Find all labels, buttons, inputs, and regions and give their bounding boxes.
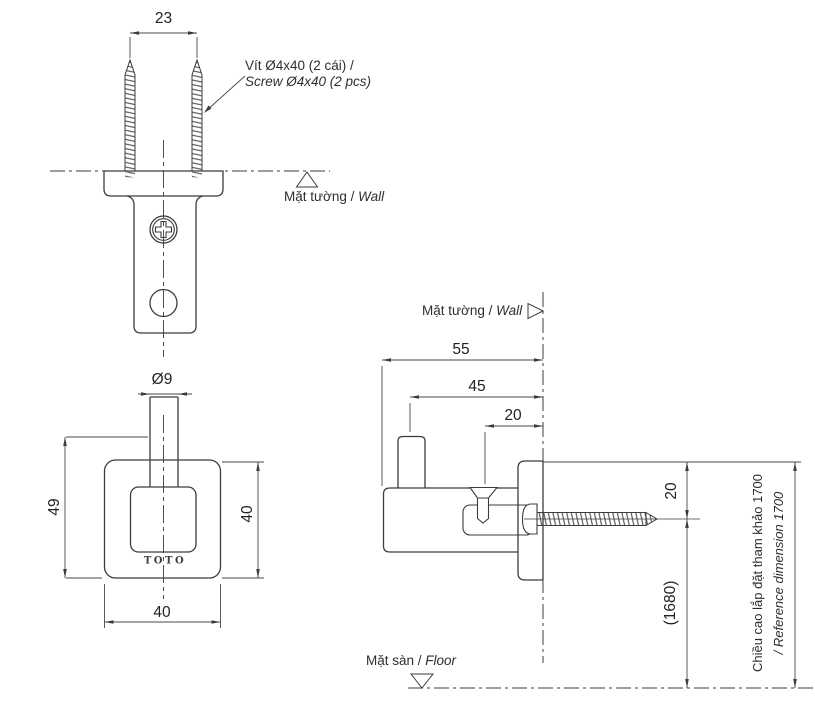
dim-wall-top-to-axis: 20 [663, 482, 680, 500]
screw-spec-vi: Vít Ø4x40 (2 cái) / [245, 58, 354, 73]
hook-plate [103, 459, 222, 579]
bracket-body [126, 195, 204, 334]
screw-spec-en: Screw Ø4x40 (2 pcs) [245, 73, 372, 89]
floor-label: Mặt sàn / Floor [366, 653, 457, 668]
screw-left-icon [124, 58, 136, 172]
front-view-bracket [50, 31, 330, 357]
dim-screw-offset: 20 [504, 407, 522, 424]
side-body [382, 487, 518, 553]
screw-right-icon [191, 58, 203, 172]
brand-logo: TOTO [143, 555, 187, 567]
wall-datum-triangle-side-icon [527, 302, 545, 320]
bracket-flange [103, 170, 224, 197]
floor-datum-triangle-icon [409, 673, 435, 689]
dim-plate-height: 40 [239, 505, 256, 523]
wall-label-front: Mặt tường / Wall [284, 189, 385, 204]
dim-depth: 55 [452, 341, 470, 358]
hook-hole [149, 288, 178, 318]
dimension-23-lines [129, 32, 246, 112]
wall-label-side: Mặt tường / Wall [422, 303, 523, 318]
hook-stem [149, 396, 179, 487]
reference-height-note-vi: Chiều cao lắp đặt tham khảo 1700 [750, 473, 765, 673]
set-screw-icon [468, 486, 499, 499]
side-dim-lines [381, 359, 801, 688]
front-view-hook [63, 392, 264, 628]
dim-stem-diameter: Ø9 [151, 371, 173, 388]
screw-spec-label: Vít Ø4x40 (2 cái) / Screw Ø4x40 (2 pcs) [245, 58, 371, 89]
dim-screw-spacing: 23 [154, 10, 173, 27]
dim-total-height: 49 [46, 498, 63, 516]
reference-height-note: Chiều cao lắp đặt tham khảo 1700 / Refer… [747, 474, 789, 672]
wall-datum-triangle-icon [295, 171, 319, 188]
side-stem [397, 435, 426, 488]
reference-height-note-en: / Reference dimension 1700 [771, 491, 786, 655]
dim-stub-offset: 45 [468, 378, 486, 395]
dim-floor-to-axis: (1680) [662, 580, 679, 626]
dim-plate-width: 40 [153, 604, 171, 621]
front-hook-dim-lines [64, 393, 264, 628]
side-view-hook [381, 292, 815, 689]
